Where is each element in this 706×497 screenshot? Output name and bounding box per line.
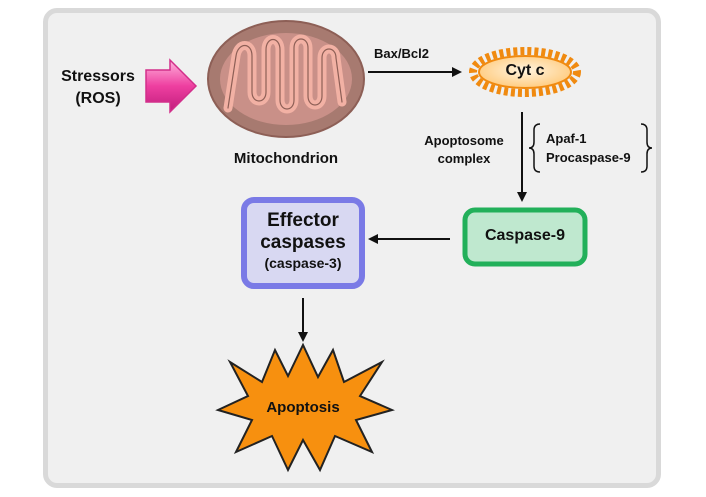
caspase9-box <box>462 207 588 267</box>
effector-line2: caspases <box>260 232 346 253</box>
apoptosis-burst-icon <box>215 342 395 473</box>
left-brace-icon <box>528 123 541 173</box>
effector-label: Effector caspases (caspase-3) <box>244 210 362 272</box>
stressors-label: Stressors (ROS) <box>50 66 146 110</box>
effector-box <box>241 197 365 289</box>
stressor-arrow-icon <box>145 58 198 114</box>
mitochondrion-icon <box>207 20 365 138</box>
apoptosome-label: Apoptosome complex <box>412 132 516 168</box>
caspase9-label: Caspase-9 <box>484 227 566 244</box>
procaspase9-label: Procaspase-9 <box>546 150 631 165</box>
stressors-line2: (ROS) <box>75 90 121 107</box>
bax-bcl2-label: Bax/Bcl2 <box>374 46 429 61</box>
apoptosome-line1: Apoptosome <box>424 133 504 148</box>
cyt-c-badge <box>469 47 581 97</box>
effector-line3: (caspase-3) <box>264 255 342 271</box>
apaf1-label: Apaf-1 <box>546 131 587 146</box>
effector-line1: Effector <box>267 210 339 231</box>
cyt-c-label: Cyt c <box>505 62 545 79</box>
apoptosis-label: Apoptosis <box>266 399 340 416</box>
apoptosome-line2: complex <box>437 151 491 166</box>
right-brace-icon <box>640 123 653 173</box>
stressors-line1: Stressors <box>61 68 135 85</box>
mitochondrion-label: Mitochondrion <box>233 150 339 167</box>
apaf-procaspase-label: Apaf-1 Procaspase-9 <box>546 129 631 167</box>
